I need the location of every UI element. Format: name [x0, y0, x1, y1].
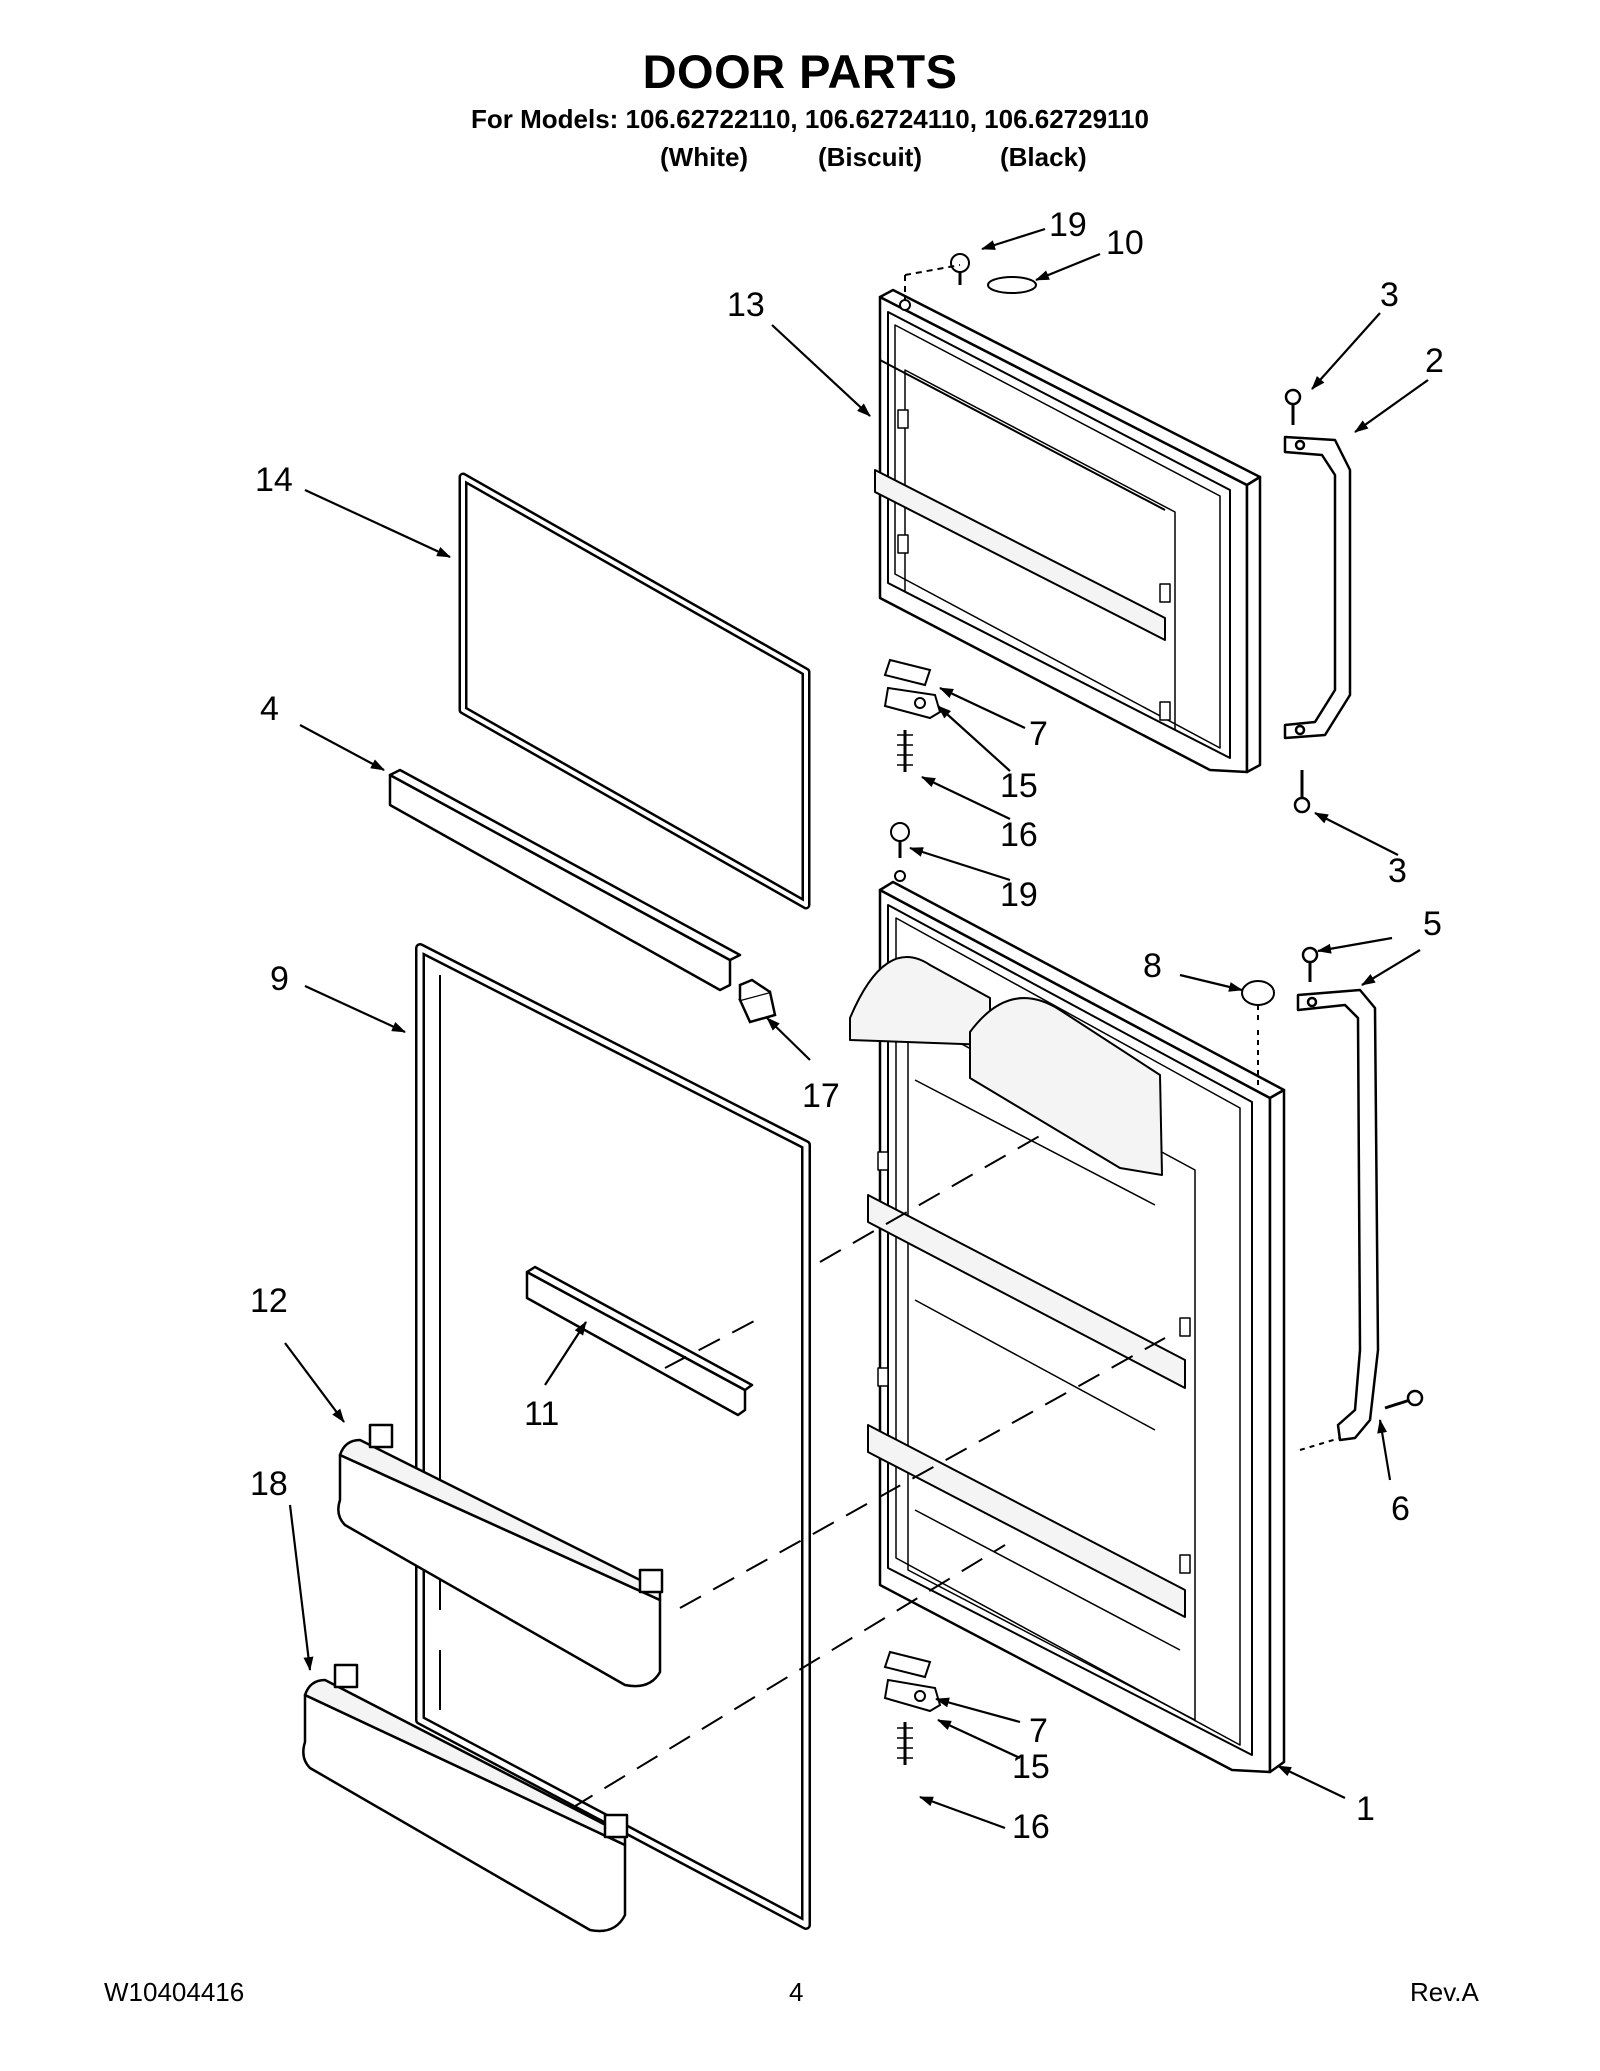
callout-7-upper: 7 [1029, 715, 1048, 753]
revision: Rev.A [1410, 1977, 1479, 2007]
freezer-door [874, 288, 1262, 774]
callout-3-upper: 3 [1380, 276, 1399, 314]
callout-11: 11 [524, 1395, 559, 1433]
callout-2: 2 [1425, 342, 1444, 380]
callout-1: 1 [1356, 1790, 1375, 1828]
fresh-food-breaker-strip [525, 1265, 754, 1417]
callout-4: 4 [260, 690, 279, 728]
callout-14: 14 [255, 461, 293, 499]
alignment-lines [571, 1129, 1166, 1809]
fresh-food-hinge-assembly [883, 822, 1275, 1765]
color-black-label: (Black) [1000, 142, 1087, 172]
callout-16-upper: 16 [1000, 816, 1038, 854]
callout-5: 5 [1423, 905, 1442, 943]
fresh-food-door [849, 880, 1286, 1774]
callout-12: 12 [250, 1282, 288, 1320]
callout-9: 9 [270, 960, 289, 998]
page-header: DOOR PARTS [0, 48, 1600, 95]
page-number: 4 [789, 1977, 804, 2007]
models-line: For Models: 106.62722110, 106.62724110, … [471, 104, 1149, 134]
callout-18: 18 [250, 1465, 288, 1503]
callout-17: 17 [802, 1077, 840, 1115]
callout-15-upper: 15 [1000, 767, 1038, 805]
retainer-clip [738, 978, 777, 1024]
callout-6: 6 [1391, 1490, 1410, 1528]
color-biscuit-label: (Biscuit) [818, 142, 922, 172]
callout-3-lower: 3 [1388, 852, 1407, 890]
freezer-door-gasket [458, 472, 811, 910]
doc-number: W10404416 [104, 1977, 245, 2007]
callout-19-freezer: 19 [1049, 206, 1087, 244]
callout-19-fresh-food: 19 [1000, 876, 1038, 914]
callout-10: 10 [1106, 224, 1144, 262]
freezer-breaker-strip [388, 768, 742, 992]
callout-numbers: 19 10 13 3 2 14 4 7 15 16 3 19 5 9 8 17 … [250, 206, 1444, 1846]
callout-16-lower: 16 [1012, 1808, 1050, 1846]
page-title: DOOR PARTS [642, 45, 958, 98]
callout-13: 13 [727, 286, 765, 324]
freezer-hinge-assembly [883, 253, 1037, 772]
callout-arrows [284, 227, 1429, 1830]
fresh-food-handle [1296, 946, 1424, 1451]
callout-15-lower: 15 [1012, 1748, 1050, 1786]
callout-8: 8 [1143, 947, 1162, 985]
door-bin-lower [302, 1663, 629, 1933]
callout-7-lower: 7 [1029, 1712, 1048, 1750]
door-bin-upper [337, 1423, 664, 1688]
freezer-handle [1283, 388, 1352, 814]
color-white-label: (White) [660, 142, 749, 172]
